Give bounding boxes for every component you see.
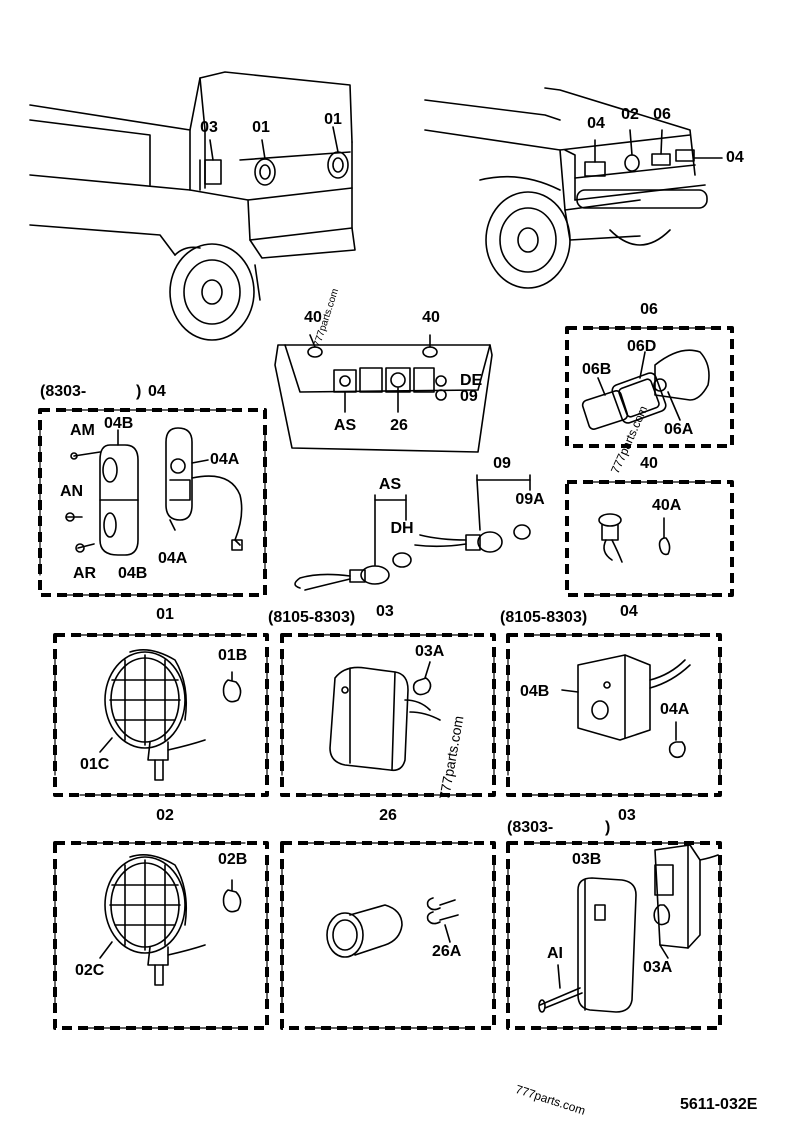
part-04a-bottom: 04A: [158, 550, 188, 567]
callout-26-dash: 26: [390, 417, 408, 434]
part-26a: 26A: [432, 943, 462, 960]
part-04b-b: 04B: [520, 683, 550, 700]
box-01-number: 01: [156, 606, 174, 623]
callout-09-dash: 09: [460, 388, 478, 405]
box-40-number: 40: [640, 455, 658, 472]
box-02-parts: [99, 854, 242, 986]
callout-03-front: 03: [200, 119, 218, 136]
box-03a-prefix: (8105-8303): [268, 609, 356, 626]
callout-04-rear-left: 04: [587, 115, 605, 132]
part-03a-b: 03A: [643, 959, 673, 976]
box-06-parts: [581, 349, 710, 430]
box-26-parts: [326, 897, 459, 958]
box-03b-number: 03: [618, 807, 636, 824]
part-01c: 01C: [80, 756, 110, 773]
callout-01-front-left: 01: [252, 119, 270, 136]
box-04-parts: [65, 427, 243, 556]
callout-01-front-right: 01: [324, 111, 342, 128]
callout-06-rear: 06: [653, 106, 671, 123]
drawing-code: 5611-032E: [680, 1096, 758, 1113]
box-03a-number: 03: [376, 603, 394, 620]
box-03b-prefix: (8303-: [507, 819, 554, 836]
box-04b-prefix: (8105-8303): [500, 609, 588, 626]
box-03b-close: ): [605, 819, 611, 836]
callout-40-dash-right: 40: [422, 309, 440, 326]
frame-header-lines: [39, 327, 721, 1029]
callout-09a: 09A: [515, 491, 545, 508]
box-26-number: 26: [379, 807, 397, 824]
switch-parts-illustration: [294, 474, 531, 591]
callout-09: 09: [493, 455, 511, 472]
part-06d: 06D: [627, 338, 657, 355]
part-03a-a: 03A: [415, 643, 445, 660]
part-04b-bottom: 04B: [118, 565, 148, 582]
part-06b: 06B: [582, 361, 612, 378]
dashboard-panel-illustration: [274, 334, 493, 453]
part-01b: 01B: [218, 647, 248, 664]
box-06-number: 06: [640, 301, 658, 318]
callout-de: DE: [460, 372, 483, 389]
part-02c: 02C: [75, 962, 105, 979]
part-40a: 40A: [652, 497, 682, 514]
callout-04-rear-right: 04: [726, 149, 744, 166]
callout-as-dash: AS: [333, 417, 357, 434]
part-ar: AR: [73, 565, 97, 582]
part-04a-b: 04A: [660, 701, 690, 718]
part-04b-top: 04B: [104, 415, 134, 432]
part-06a: 06A: [664, 421, 694, 438]
box-04b-parts: [561, 654, 691, 759]
part-02b: 02B: [218, 851, 248, 868]
part-04a-top: 04A: [210, 451, 240, 468]
box-04a-number: 04: [148, 383, 166, 400]
vehicle-rear-illustration: [424, 87, 723, 289]
part-ai: AI: [547, 945, 563, 962]
part-am: AM: [70, 422, 95, 439]
callout-as: AS: [378, 476, 402, 493]
vehicle-front-illustration: [29, 71, 356, 341]
callout-dh: DH: [390, 520, 414, 537]
box-03a-parts: [329, 661, 441, 772]
box-01-parts: [99, 649, 242, 781]
box-40-parts: [598, 513, 671, 563]
box-03b-parts: [538, 844, 719, 1013]
part-an: AN: [60, 483, 84, 500]
part-03b: 03B: [572, 851, 602, 868]
box-04a-close: ): [136, 383, 142, 400]
box-04b-number: 04: [620, 603, 638, 620]
box-02-number: 02: [156, 807, 174, 824]
box-04a-prefix: (8303-: [40, 383, 87, 400]
callout-40-dash-left: 40: [304, 309, 322, 326]
callout-02-rear: 02: [621, 106, 639, 123]
